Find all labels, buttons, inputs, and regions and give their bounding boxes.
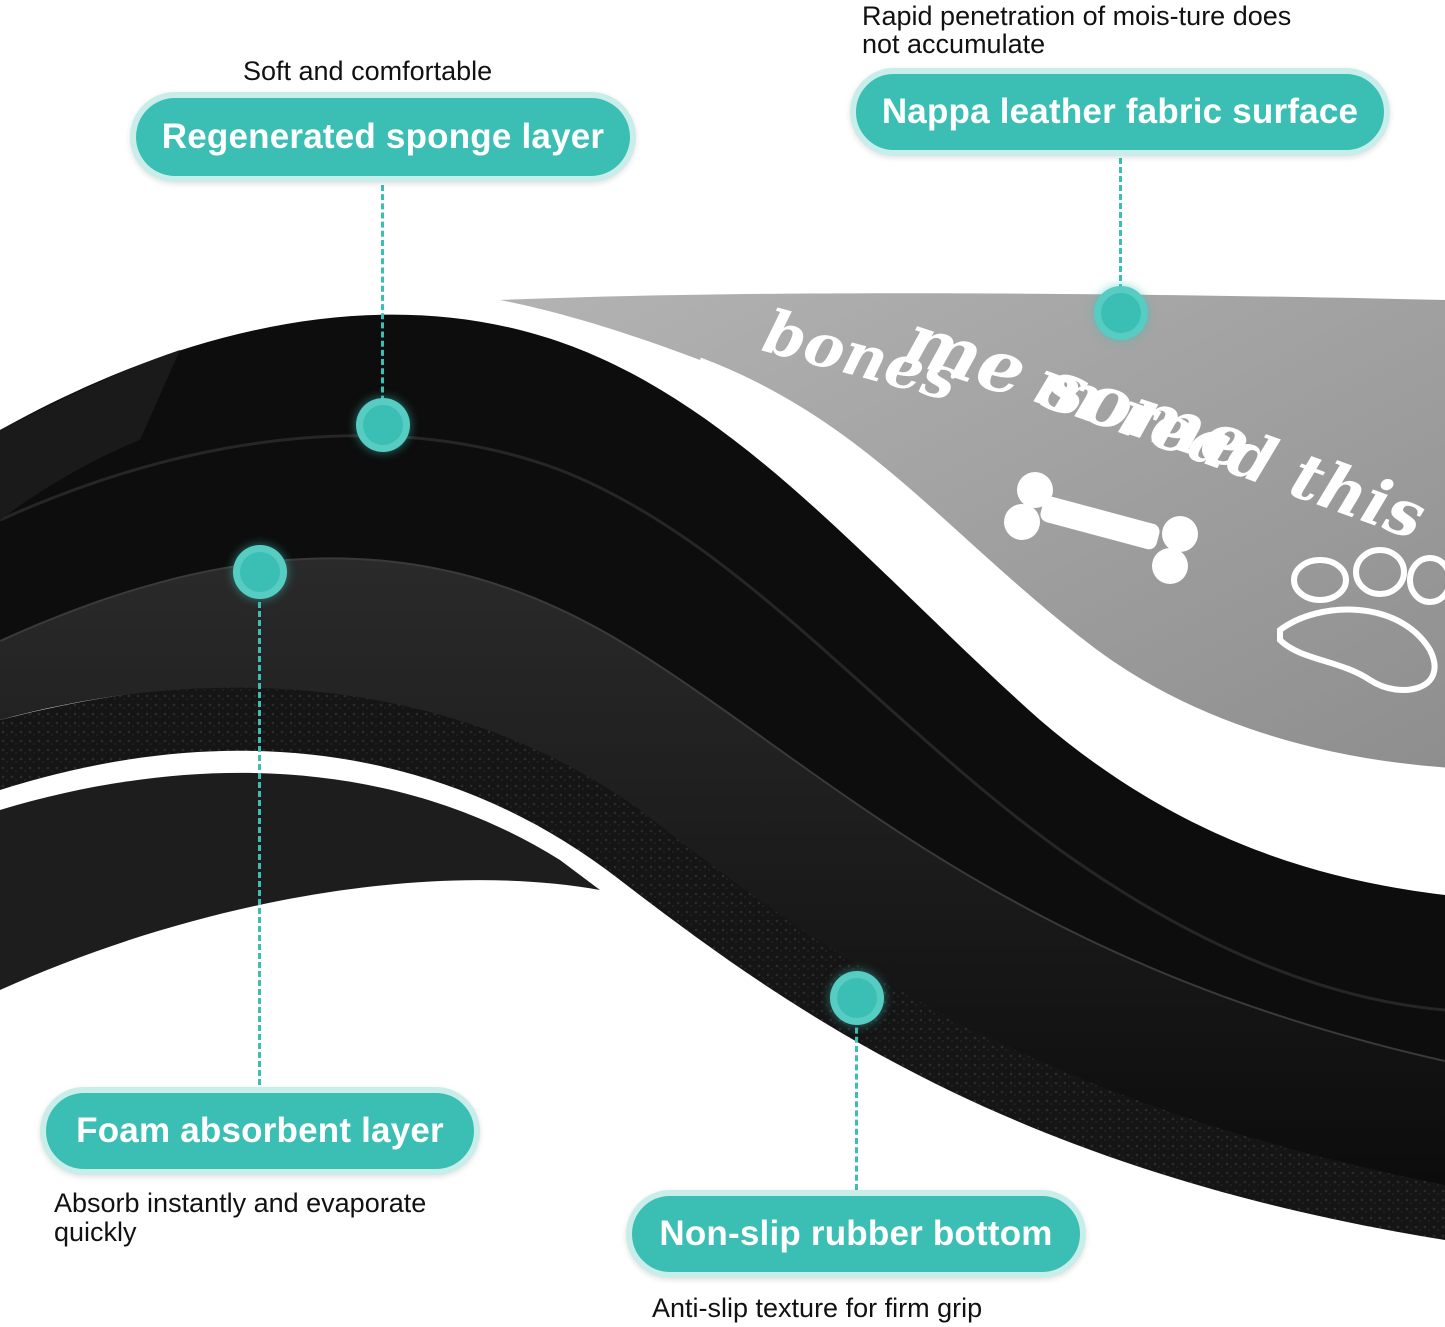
nappa-marker	[1094, 286, 1148, 340]
leather-surface	[500, 293, 1445, 770]
foam-caption-line1: Absorb instantly and evaporate	[54, 1188, 427, 1218]
sponge-caption: Soft and comfortable	[243, 56, 493, 86]
nappa-connector	[1119, 158, 1122, 308]
rubber-marker	[830, 971, 884, 1025]
rubber-caption: Anti-slip texture for firm grip	[652, 1293, 983, 1323]
sponge-connector	[381, 185, 384, 420]
foam-connector	[258, 575, 261, 1085]
foam-layer	[0, 557, 1445, 1185]
rubber-connector	[855, 1000, 858, 1190]
nappa-caption-line1: Rapid penetration of mois-ture does	[862, 1, 1292, 31]
sponge-marker	[356, 398, 410, 452]
sponge-layer	[0, 314, 1445, 1060]
foam-caption-line2: quickly	[54, 1217, 137, 1247]
nappa-label: Nappa leather fabric surface	[850, 68, 1390, 156]
foam-label: Foam absorbent layer	[40, 1087, 480, 1175]
bone-icon	[1004, 472, 1198, 584]
sponge-label: Regenerated sponge layer	[130, 92, 636, 182]
rubber-label: Non-slip rubber bottom	[626, 1190, 1086, 1278]
rubber-bottom-body	[0, 684, 1445, 1240]
foam-marker	[233, 545, 287, 599]
nappa-caption-line2: not accumulate	[862, 29, 1046, 59]
paw-icon	[1277, 547, 1445, 693]
